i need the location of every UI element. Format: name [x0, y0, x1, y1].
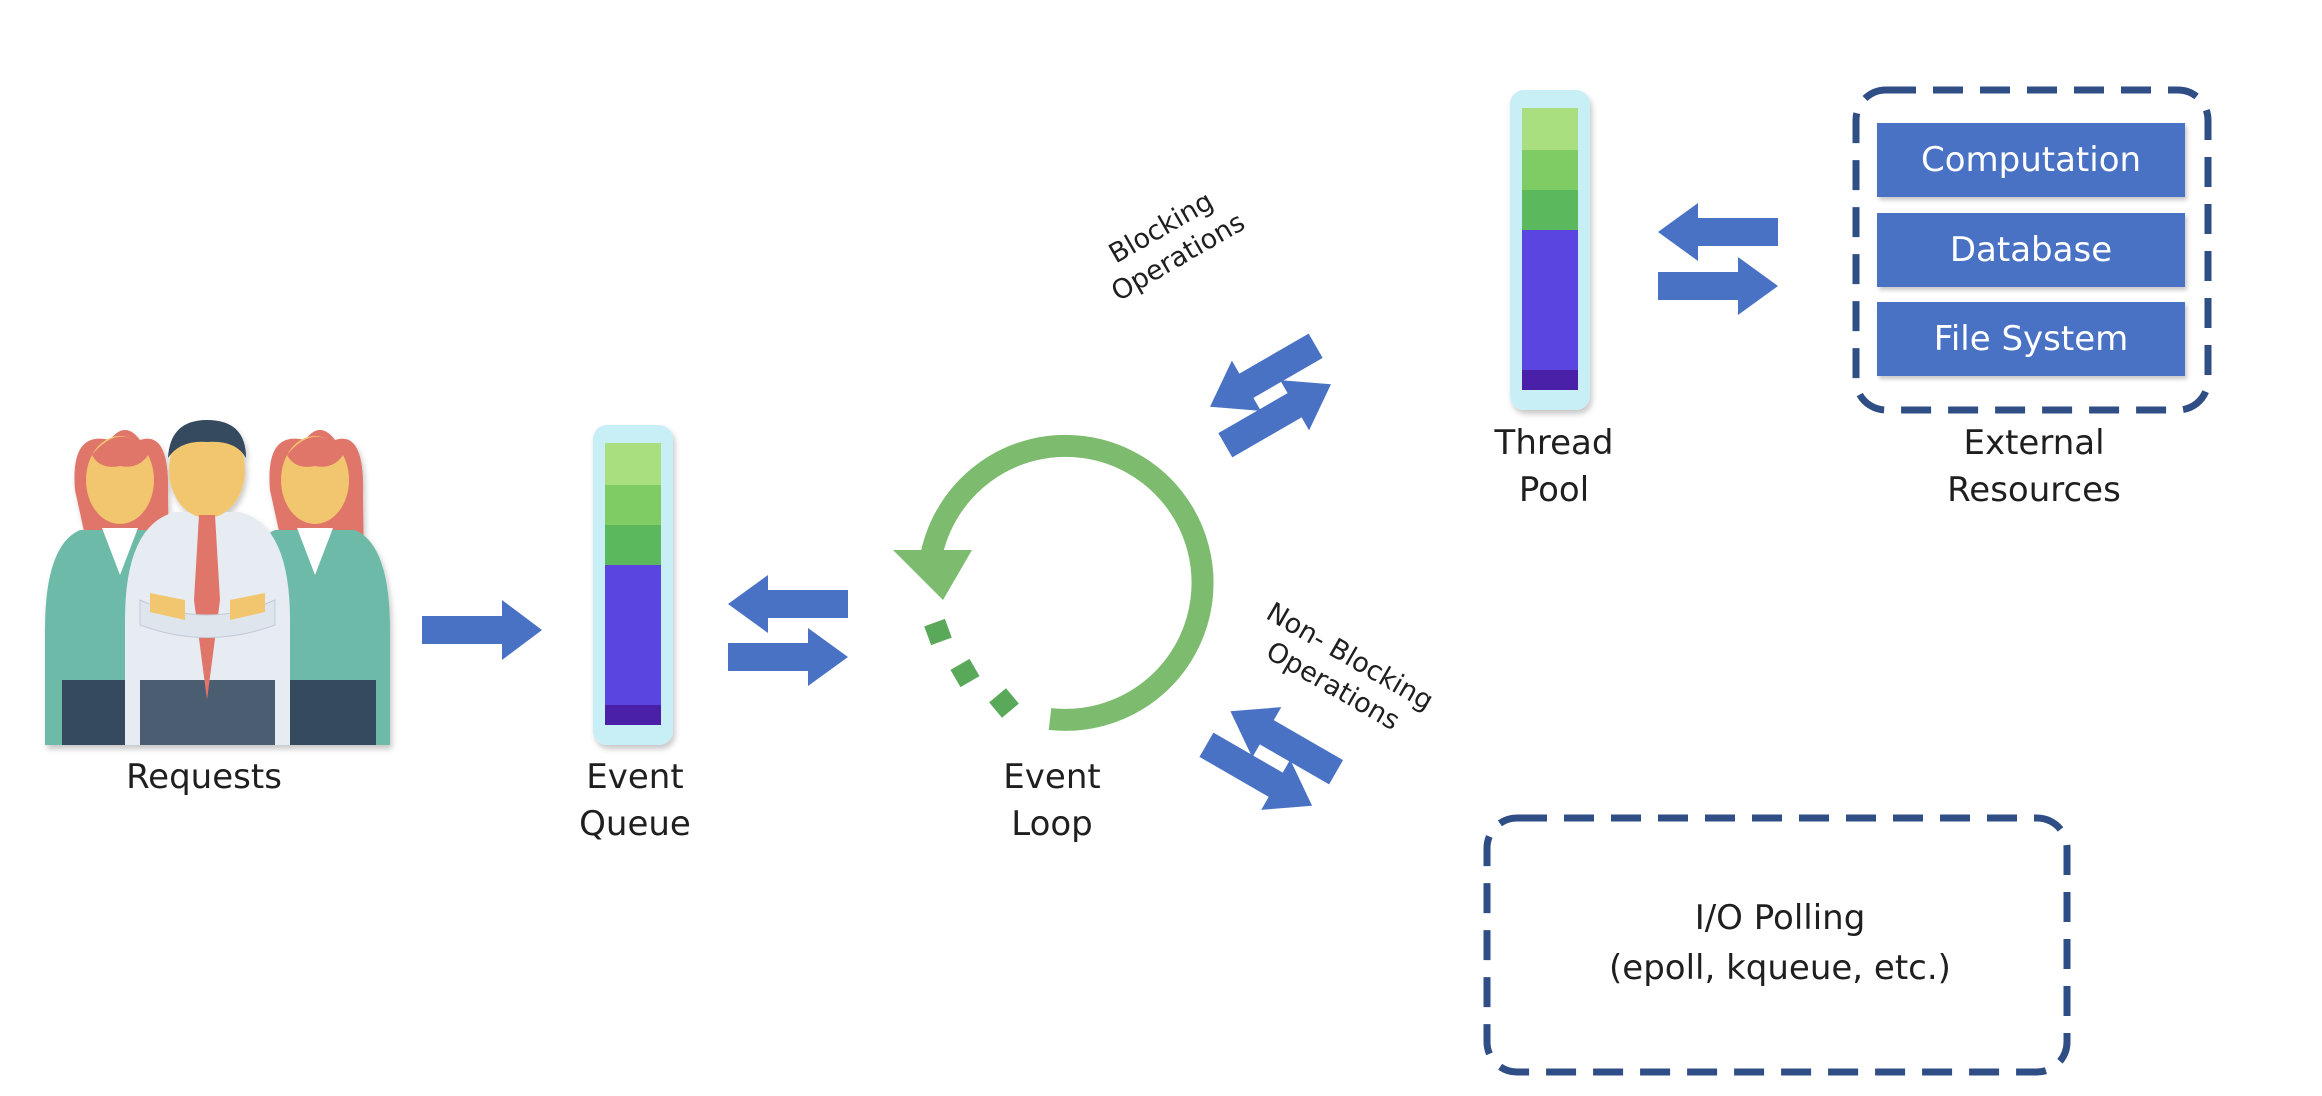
io-polling-label: I/O Polling (epoll, kqueue, etc.)	[1490, 893, 2070, 993]
people-group-icon	[45, 420, 390, 745]
event-queue-label: Event Queue	[579, 754, 691, 848]
arrow-queue-to-loop	[728, 628, 848, 686]
stacked-queue-icon	[593, 425, 673, 745]
thread-pool-icon	[1510, 90, 1590, 410]
io-polling-border	[1483, 814, 2071, 1076]
external-resources-label-line1: External	[1963, 423, 2105, 463]
event-queue-label-line2: Queue	[579, 804, 691, 844]
io-polling-label-line1: I/O Polling	[1694, 898, 1866, 938]
event-queue-label-line1: Event	[586, 757, 684, 797]
event-loop-label-line2: Loop	[1011, 804, 1093, 844]
arrow-nonblocking-from-io	[1230, 707, 1344, 785]
external-resources-border	[1852, 86, 2212, 414]
arrow-requests-to-queue	[422, 600, 542, 660]
event-loop-label: Event Loop	[1003, 754, 1100, 848]
resource-database: Database	[1877, 213, 2185, 287]
thread-pool-label: Thread Pool	[1495, 420, 1614, 514]
event-loop-label-line1: Event	[1003, 757, 1101, 797]
thread-pool-label-line1: Thread	[1494, 423, 1614, 463]
arrow-pool-to-resources	[1658, 257, 1778, 315]
external-resources-label-line2: Resources	[1947, 470, 2121, 510]
arrow-resources-to-pool	[1658, 203, 1778, 261]
arrow-nonblocking-to-io	[1199, 732, 1313, 810]
resource-computation: Computation	[1877, 123, 2185, 197]
requests-label: Requests	[126, 757, 282, 797]
arrow-loop-to-queue	[728, 575, 848, 633]
circular-arrow-icon	[893, 434, 1214, 731]
arrow-blocking-from-pool	[1210, 333, 1323, 411]
external-resources-label: External Resources	[1947, 420, 2121, 514]
resource-file-system: File System	[1877, 302, 2185, 376]
thread-pool-label-line2: Pool	[1518, 470, 1590, 510]
arrow-blocking-to-pool	[1218, 380, 1331, 458]
io-polling-label-line2: (epoll, kqueue, etc.)	[1609, 948, 1951, 988]
